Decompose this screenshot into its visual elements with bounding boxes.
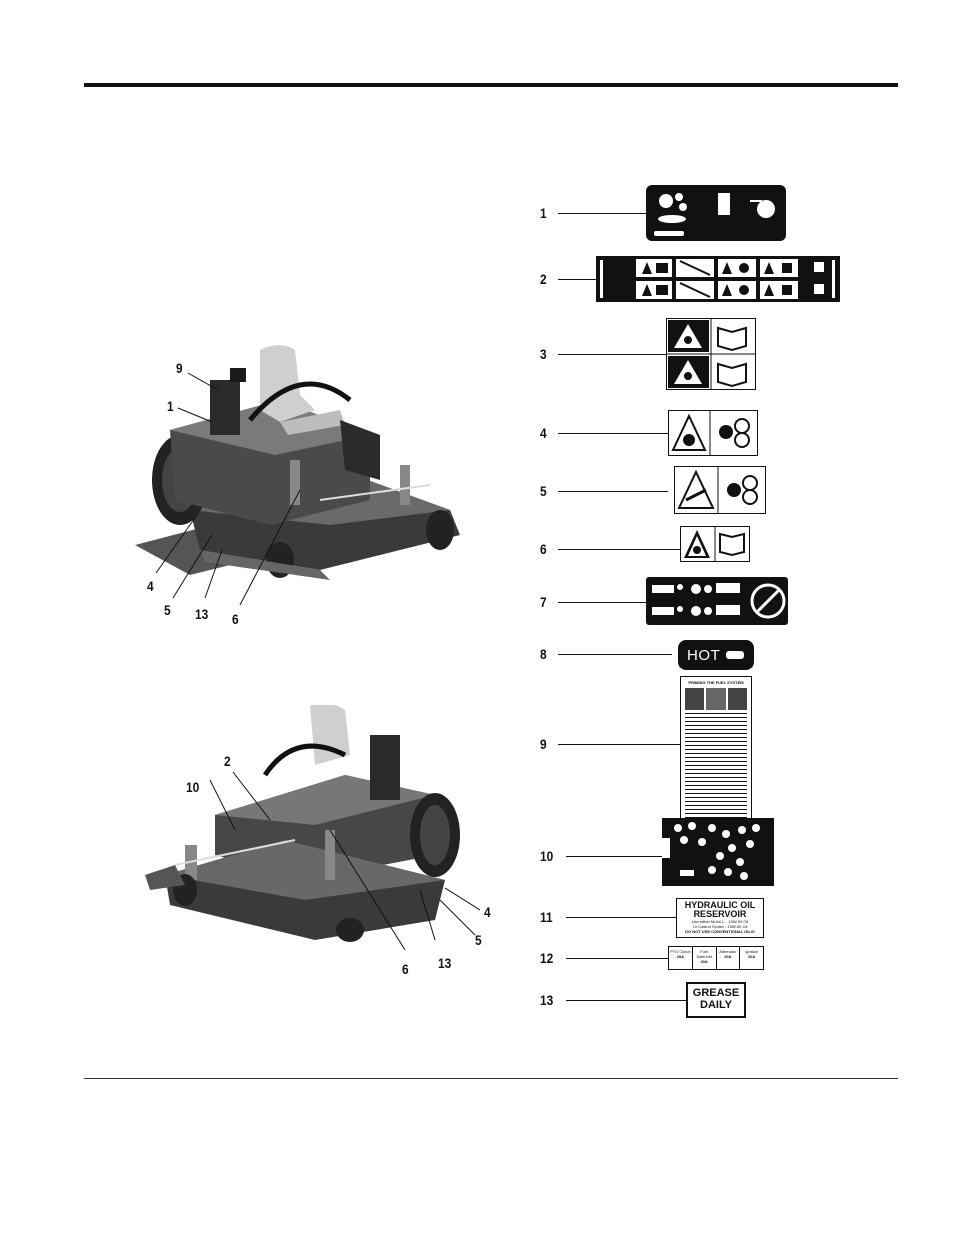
decal-blade-hand-warning [668, 410, 758, 456]
leader-12 [566, 958, 668, 959]
rear-leader-lines [190, 750, 480, 970]
decal-number-12: 12 [540, 951, 553, 965]
fuse-cell-pto: PTO Clutch 20A [669, 947, 693, 969]
hydraulic-oil-line5: DO NOT USE CONVENTIONAL OILS! [677, 929, 763, 934]
decal-number-5: 5 [540, 484, 547, 498]
decal-number-11: 11 [540, 910, 553, 924]
decal-slope-tip-warning [646, 577, 788, 625]
decal-fuse-ratings: PTO Clutch 20A Fuel Solenoid 20A Alterna… [668, 946, 764, 970]
leader-6 [558, 549, 680, 550]
decal-number-8: 8 [540, 647, 547, 661]
decal-hot: HOT [678, 640, 754, 670]
callout-rear-2: 2 [224, 754, 231, 768]
callout-front-9: 9 [176, 361, 183, 375]
leader-4 [558, 433, 668, 434]
decal-number-4: 4 [540, 426, 547, 440]
callout-front-4: 4 [147, 579, 154, 593]
fuse-cell-alternator: Alternator 20A [717, 947, 741, 969]
hot-text: HOT [687, 647, 720, 664]
leader-1 [558, 213, 646, 214]
leader-11 [566, 917, 676, 918]
callout-rear-5: 5 [475, 933, 482, 947]
leader-13 [566, 1000, 686, 1001]
decal-fuse-relay-map [662, 818, 774, 886]
decal-number-10: 10 [540, 849, 553, 863]
callout-front-5: 5 [164, 603, 171, 617]
decal-control-panel-icon [646, 185, 786, 241]
leader-2 [558, 279, 596, 280]
priming-diagrams [685, 688, 747, 710]
fuse-cell-fuel: Fuel Solenoid 20A [693, 947, 717, 969]
decal-number-3: 3 [540, 347, 547, 361]
fuse-cell-ignition: Ignition 20A [740, 947, 763, 969]
decal-safety-warning-strip [596, 256, 840, 302]
leader-5 [558, 491, 668, 492]
callout-front-6: 6 [232, 612, 239, 626]
decal-number-2: 2 [540, 272, 547, 286]
grease-line1: GREASE [688, 987, 744, 999]
callout-rear-13: 13 [438, 956, 451, 970]
decal-fire-manual-warning [666, 318, 756, 390]
leader-7 [558, 602, 646, 603]
leader-3 [558, 354, 666, 355]
hand-burn-icon [726, 651, 744, 659]
decal-hydraulic-oil-reservoir: HYDRAULIC OIL RESERVOIR Use either Mobil… [676, 898, 764, 938]
decal-number-13: 13 [540, 993, 553, 1007]
decal-number-7: 7 [540, 595, 547, 609]
callout-rear-4: 4 [484, 905, 491, 919]
decal-fuel-priming-instructions: PRIMING THE FUEL SYSTEM [680, 676, 752, 832]
footer-rule [84, 1078, 898, 1079]
decal-grease-daily: GREASE DAILY [686, 982, 746, 1018]
callout-front-1: 1 [167, 399, 174, 413]
callout-rear-6: 6 [402, 962, 409, 976]
leader-10 [566, 856, 662, 857]
decal-belt-hand-warning [674, 466, 766, 514]
decal-thrown-object-manual [680, 526, 750, 562]
priming-text-lines [685, 713, 747, 825]
decal-number-1: 1 [540, 206, 547, 220]
hydraulic-oil-line2: RESERVOIR [677, 910, 763, 919]
leader-9 [558, 744, 680, 745]
callout-rear-10: 10 [186, 780, 199, 794]
header-rule [84, 83, 898, 87]
priming-title: PRIMING THE FUEL SYSTEM [685, 680, 747, 685]
leader-8 [558, 654, 672, 655]
decal-number-6: 6 [540, 542, 547, 556]
decal-number-9: 9 [540, 737, 547, 751]
callout-front-13: 13 [195, 607, 208, 621]
grease-line2: DAILY [688, 999, 744, 1011]
